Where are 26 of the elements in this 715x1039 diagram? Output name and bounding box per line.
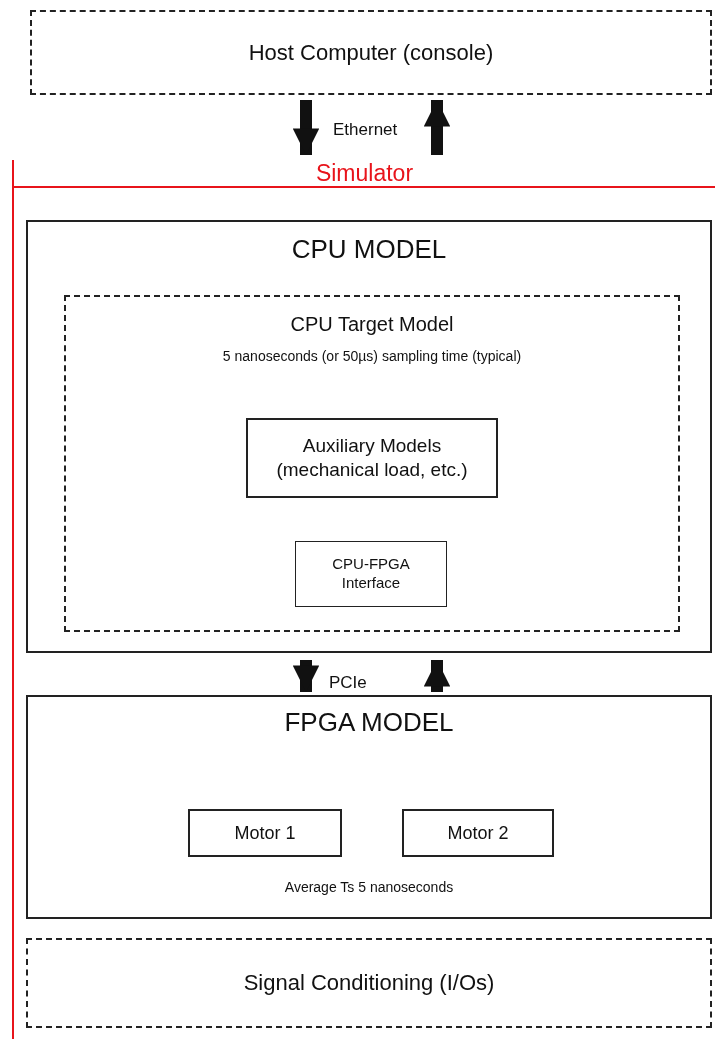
block-arrow xyxy=(292,660,320,692)
block-arrow xyxy=(292,100,320,155)
sampling-note: 5 nanoseconds (or 50µs) sampling time (typical) xyxy=(222,348,522,364)
box-label: Signal Conditioning (I/Os) xyxy=(242,969,496,997)
model-box xyxy=(402,809,554,857)
box-label: Host Computer (console) xyxy=(247,38,495,67)
box-title: CPU MODEL xyxy=(291,234,447,265)
model-box xyxy=(246,418,498,498)
model-box xyxy=(188,809,342,857)
box-label: Auxiliary Models (mechanical load, etc.) xyxy=(275,434,469,482)
model-box xyxy=(26,220,712,653)
block-arrow xyxy=(423,660,451,692)
interface-box xyxy=(295,541,447,607)
box-label: Motor 2 xyxy=(446,821,510,845)
dashed-box xyxy=(26,938,712,1028)
dashed-box xyxy=(30,10,712,95)
simulator-heading: Simulator xyxy=(314,162,415,184)
box-label: CPU-FPGA Interface xyxy=(331,555,411,593)
box-title: FPGA MODEL xyxy=(284,707,454,738)
timing-note: Average Ts 5 nanoseconds xyxy=(283,879,455,895)
dashed-box xyxy=(64,295,680,632)
simulator-frame xyxy=(12,160,715,1039)
block-arrow xyxy=(423,100,451,155)
box-title: CPU Target Model xyxy=(290,313,454,336)
model-box xyxy=(26,695,712,919)
box-label: Motor 1 xyxy=(233,821,297,845)
